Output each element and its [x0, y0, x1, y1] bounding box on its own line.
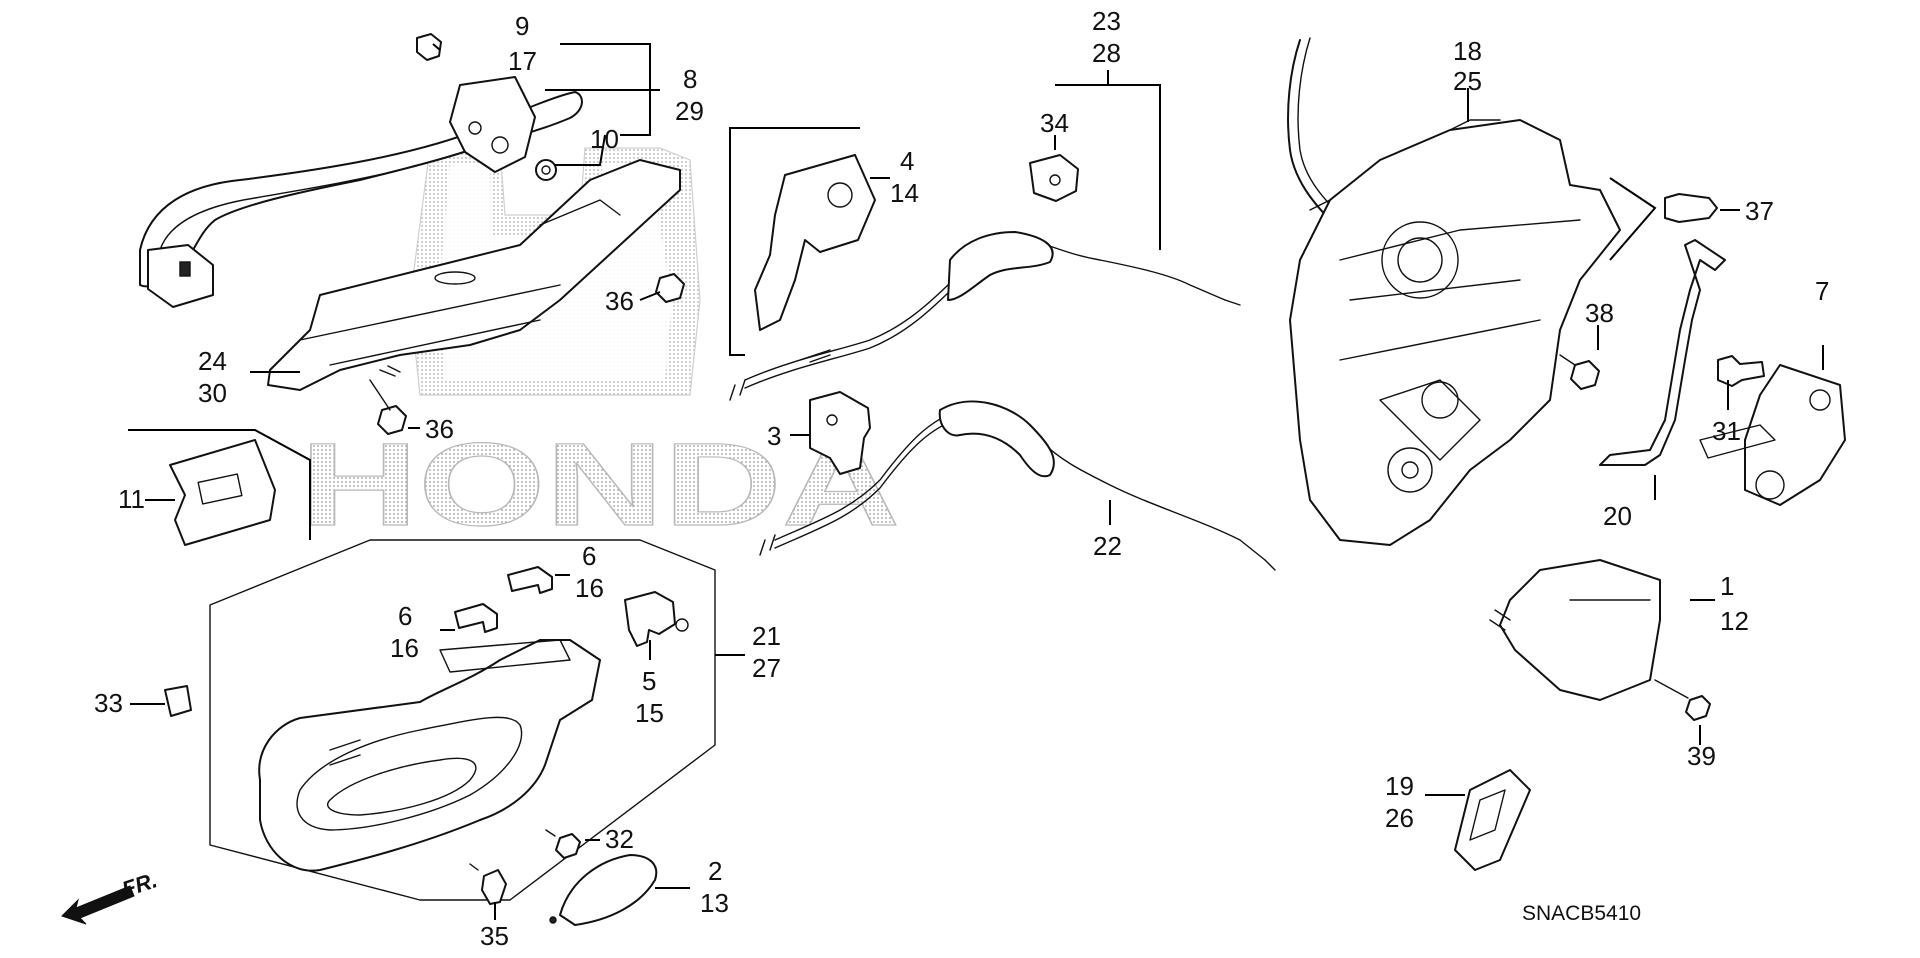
- callout-2: 2: [708, 856, 722, 886]
- callout-33: 33: [94, 688, 123, 718]
- callout-29: 29: [675, 96, 704, 126]
- cable-foam-sleeve-lower: [938, 400, 1055, 478]
- striker-plate-part-7: [1744, 364, 1846, 506]
- callout-19: 19: [1385, 771, 1414, 801]
- callout-36-upper: 36: [605, 286, 634, 316]
- front-direction-label: FR.: [119, 867, 160, 902]
- cable-holder-part-3: [809, 391, 871, 475]
- inside-handle-assembly: [130, 539, 745, 926]
- callout-15: 15: [635, 698, 664, 728]
- callout-6-upper: 6: [582, 541, 596, 571]
- callout-5: 5: [642, 666, 656, 696]
- handle-base-plate: [267, 159, 681, 391]
- callout-9: 9: [515, 11, 529, 41]
- diagram-code: SNACB5410: [1522, 902, 1641, 925]
- bolt-part-38: [1570, 360, 1600, 390]
- callout-16-upper: 16: [575, 573, 604, 603]
- callout-34: 34: [1040, 108, 1069, 138]
- bolt-part-36-upper: [655, 273, 685, 303]
- clip-part-6-upper: [507, 566, 553, 594]
- callout-38: 38: [1585, 298, 1614, 328]
- inside-door-handle: [258, 639, 601, 872]
- clip-part-9: [416, 33, 442, 61]
- group-bracket-outline: [209, 539, 716, 901]
- callout-6-lower: 6: [398, 601, 412, 631]
- lock-rod: [1287, 39, 1341, 231]
- handle-mechanism: [449, 76, 536, 173]
- callout-37: 37: [1745, 196, 1774, 226]
- callout-31: 31: [1712, 416, 1741, 446]
- cable-foam-sleeve-upper: [947, 231, 1054, 301]
- callout-14: 14: [890, 178, 919, 208]
- bolt-part-37: [1664, 193, 1718, 223]
- callout-8: 8: [683, 64, 697, 94]
- callout-39: 39: [1687, 741, 1716, 771]
- upper-left-brackets: [128, 127, 890, 546]
- callout-30: 30: [198, 378, 227, 408]
- bracket-part-11: [169, 439, 276, 546]
- striker-assembly: [1599, 177, 1846, 506]
- callout-11: 11: [118, 484, 145, 514]
- callout-25: 25: [1453, 66, 1482, 96]
- callout-24: 24: [198, 346, 227, 376]
- actuator-cover-part-1: [1499, 559, 1661, 701]
- callout-28: 28: [1092, 38, 1121, 68]
- callout-18: 18: [1453, 36, 1482, 66]
- lower-cable-assembly: [759, 391, 1276, 571]
- callout-4: 4: [900, 146, 914, 176]
- callout-26: 26: [1385, 803, 1414, 833]
- callout-10: 10: [590, 124, 619, 154]
- callout-labels: 1 12 2 13 3 4 14 5 15 6 16 6 16 7 8 29 9…: [94, 6, 1829, 951]
- outside-handle-assembly: [139, 33, 685, 435]
- upper-cable-assembly: [729, 70, 1241, 401]
- callout-3: 3: [767, 421, 781, 451]
- door-lock-actuator: [1287, 37, 1621, 546]
- clip-part-34: [1029, 154, 1079, 202]
- handle-cover-part-2: [559, 854, 658, 926]
- clip-part-35: [481, 869, 507, 905]
- callout-13: 13: [700, 888, 729, 918]
- callout-32: 32: [605, 824, 634, 854]
- callout-21: 21: [752, 621, 781, 651]
- front-arrow-icon: [61, 885, 135, 925]
- cable-holder-part-5: [624, 591, 676, 647]
- clip-part-33: [164, 685, 192, 717]
- washer-part-10: [535, 159, 557, 181]
- callout-1: 1: [1720, 571, 1734, 601]
- rod-part-20: [1599, 239, 1726, 466]
- clip-part-6-lower: [454, 603, 498, 633]
- screw-part-32: [555, 833, 581, 859]
- lower-right-parts: [1425, 559, 1715, 871]
- callout-16-lower: 16: [390, 633, 419, 663]
- lock-actuator-body: [1289, 119, 1621, 546]
- callout-23: 23: [1092, 6, 1121, 36]
- callout-22: 22: [1093, 531, 1122, 561]
- callout-12: 12: [1720, 606, 1749, 636]
- callout-17: 17: [508, 46, 537, 76]
- callout-27: 27: [752, 653, 781, 683]
- screw-part-39: [1685, 695, 1711, 721]
- bolt-part-36-lower: [377, 405, 407, 435]
- callout-20: 20: [1603, 501, 1632, 531]
- callout-7: 7: [1815, 276, 1829, 306]
- callout-36-lower: 36: [425, 414, 454, 444]
- bracket-part-4: [754, 154, 876, 331]
- lock-cylinder: [1381, 221, 1459, 299]
- front-direction-indicator: FR.: [61, 867, 160, 925]
- callout-35: 35: [480, 921, 509, 951]
- screw-part-31: [1717, 355, 1765, 387]
- pad-part-19: [1454, 769, 1531, 871]
